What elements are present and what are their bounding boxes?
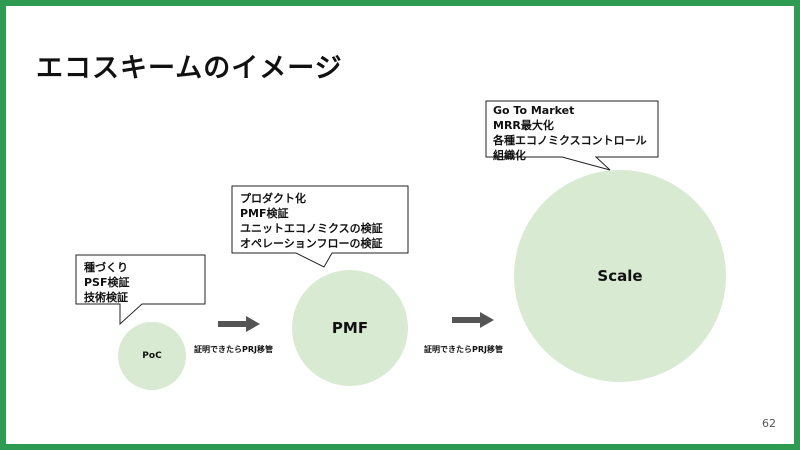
pmf-callout-shape <box>231 185 409 268</box>
poc-circle: PoC <box>118 322 186 390</box>
transition-label-1: 証明できたらPRJ移管 <box>194 345 273 354</box>
scale-callout-line-3: 各種エコノミクスコントロール <box>493 134 647 147</box>
pmf-label: PMF <box>331 319 369 337</box>
poc-callout-line-1: 種づくり <box>84 261 128 274</box>
pmf-callout-line-3: ユニットエコノミクスの検証 <box>240 222 383 235</box>
scale-callout-shape <box>485 100 659 171</box>
scale-callout-line-1: Go To Market <box>493 104 575 117</box>
transition-label-2: 証明できたらPRJ移管 <box>424 345 503 354</box>
scale-circle: Scale <box>514 170 726 382</box>
pmf-callout-line-2: PMF検証 <box>240 207 289 220</box>
scale-callout-line-4: 組織化 <box>493 149 526 162</box>
scale-label: Scale <box>597 267 643 285</box>
poc-callout-line-3: 技術検証 <box>84 291 128 304</box>
scale-callout-line-2: MRR最大化 <box>493 119 554 132</box>
slide-title: エコスキームのイメージ <box>36 53 343 84</box>
poc-callout-text: 種づくり PSF検証 技術検証 <box>84 260 130 305</box>
right-arrow-icon <box>452 312 494 328</box>
callout-shapes <box>75 100 659 326</box>
pmf-callout-line-1: プロダクト化 <box>240 192 306 205</box>
poc-callout-shape <box>75 254 206 326</box>
slide: エコスキームのイメージ 種づくり PSF検証 技術検証 プロダクト化 PMF検証… <box>6 6 794 444</box>
scale-callout-text: Go To Market MRR最大化 各種エコノミクスコントロール 組織化 <box>493 103 647 163</box>
pmf-circle: PMF <box>292 270 408 386</box>
pmf-callout-line-4: オペレーションフローの検証 <box>240 237 383 250</box>
page-number: 62 <box>762 417 776 430</box>
poc-callout-line-2: PSF検証 <box>84 276 130 289</box>
poc-label: PoC <box>142 351 162 361</box>
right-arrow-icon <box>218 316 260 332</box>
pmf-callout-text: プロダクト化 PMF検証 ユニットエコノミクスの検証 オペレーションフローの検証 <box>240 191 383 251</box>
